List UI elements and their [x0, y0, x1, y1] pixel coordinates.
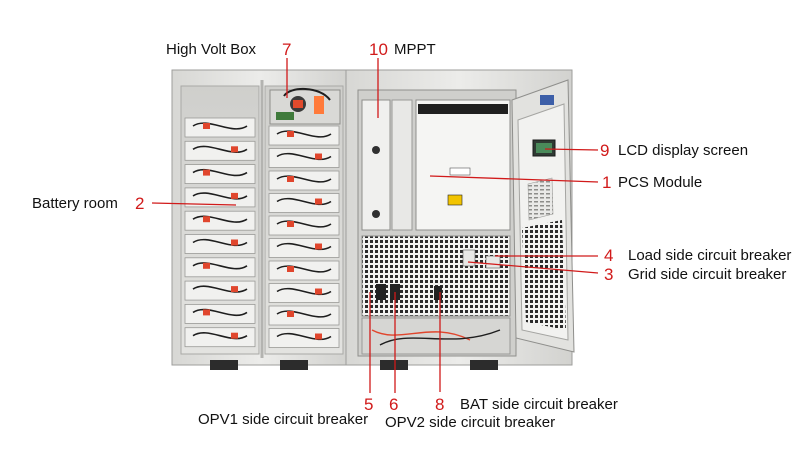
- leader-lines: [151, 58, 599, 393]
- battery-connector: [203, 309, 210, 316]
- battery-connector: [287, 266, 294, 272]
- battery-cable: [276, 220, 332, 228]
- high-volt-box: [269, 88, 341, 125]
- battery-connector: [203, 169, 210, 176]
- callout-8-number: 8: [435, 395, 445, 414]
- battery-cable: [276, 310, 332, 318]
- battery-connector: [287, 131, 294, 137]
- battery-cable: [276, 197, 332, 206]
- battery-connector: [203, 262, 210, 269]
- battery-connector: [315, 243, 322, 250]
- callout-10-number: 10: [369, 40, 388, 59]
- battery-cable: [276, 130, 332, 138]
- callout-9-label: LCD display screen: [618, 142, 749, 159]
- battery-cable: [192, 262, 248, 270]
- battery-cable: [276, 242, 332, 251]
- battery-cable: [276, 265, 332, 273]
- battery-connector: [287, 221, 294, 227]
- callout-4-number: 4: [604, 246, 614, 265]
- battery-cable: [192, 238, 248, 247]
- callout-3-label: Grid side circuit breaker: [628, 266, 787, 283]
- callout-4-label: Load side circuit breaker: [628, 247, 792, 264]
- callout-6-number: 6: [389, 395, 399, 414]
- callout-8-label: BAT side circuit breaker: [460, 396, 618, 413]
- battery-connector: [315, 333, 322, 340]
- callout-5-number: 5: [364, 395, 374, 414]
- callout-7-label: High Volt Box: [166, 41, 257, 58]
- open-door: [511, 79, 575, 353]
- callout-7-number: 7: [282, 40, 292, 59]
- battery-connector: [287, 311, 294, 317]
- battery-cable: [192, 285, 248, 293]
- battery-connector: [231, 192, 238, 199]
- battery-modules: [184, 117, 340, 348]
- callout-1-label: PCS Module: [618, 174, 703, 191]
- battery-cable: [192, 192, 248, 200]
- battery-cable: [192, 122, 248, 130]
- battery-connector: [315, 288, 322, 295]
- battery-connector: [231, 239, 238, 246]
- callout-10-label: MPPT: [394, 41, 436, 58]
- battery-connector: [287, 176, 294, 182]
- battery-connector: [315, 198, 322, 205]
- battery-cable: [192, 332, 248, 340]
- battery-cable: [192, 168, 248, 177]
- callout-2-number: 2: [135, 194, 145, 213]
- battery-cable: [192, 145, 248, 153]
- callout-1-number: 1: [602, 173, 612, 192]
- battery-connector: [231, 146, 238, 153]
- battery-connector: [203, 123, 210, 129]
- callout-3-number: 3: [604, 265, 614, 284]
- battery-cable: [192, 308, 248, 317]
- battery-cable: [276, 175, 332, 183]
- battery-cable: [276, 287, 332, 296]
- battery-connector: [231, 332, 238, 339]
- battery-connector: [203, 216, 210, 223]
- callout-6-label: OPV2 side circuit breaker: [385, 414, 556, 431]
- battery-cable: [276, 332, 332, 341]
- battery-cable: [192, 215, 248, 223]
- callout-9-number: 9: [600, 141, 610, 160]
- callout-2-label: Battery room: [32, 195, 118, 212]
- callout-5-label: OPV1 side circuit breaker: [198, 411, 369, 428]
- battery-connector: [315, 153, 322, 160]
- battery-connector: [231, 286, 238, 293]
- battery-cable: [276, 152, 332, 161]
